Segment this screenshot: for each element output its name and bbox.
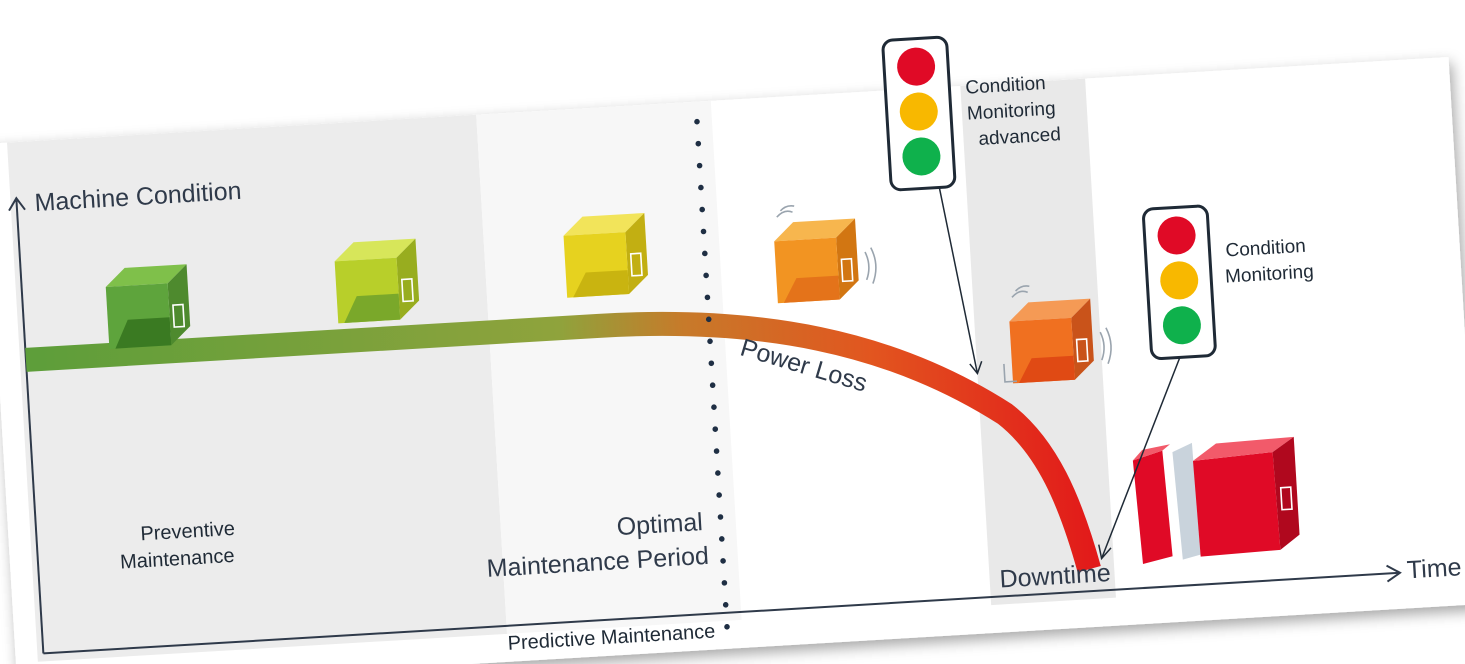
red-light-icon xyxy=(1157,216,1196,255)
red-light-icon xyxy=(897,47,936,86)
pointer-basic xyxy=(1100,357,1181,559)
optimal-zone xyxy=(476,100,742,634)
x-axis xyxy=(43,571,1401,655)
condition-curve xyxy=(25,311,1101,573)
machine-icon-4 xyxy=(774,205,877,304)
y-axis xyxy=(15,200,45,654)
green-light-icon xyxy=(902,137,941,176)
monitoring-label-1: Condition xyxy=(1225,236,1306,262)
optimal-label-1: Optimal xyxy=(616,508,704,541)
y-axis-arrow xyxy=(8,196,26,212)
machine-icon-5 xyxy=(1003,285,1112,384)
yellow-light-icon xyxy=(1160,261,1199,300)
yellow-light-icon xyxy=(899,92,938,131)
x-axis-label: Time xyxy=(1406,553,1462,584)
machine-icon-2 xyxy=(334,238,420,324)
advanced-monitoring-label-1: Condition xyxy=(965,73,1046,99)
optimal-divider xyxy=(694,118,730,630)
axes xyxy=(8,196,1402,655)
machine-icon-1 xyxy=(105,264,191,349)
advanced-monitoring-label-3: advanced xyxy=(978,124,1062,150)
traffic-light-advanced xyxy=(881,35,957,192)
traffic-light-basic xyxy=(1142,204,1217,361)
x-axis-arrow xyxy=(1386,564,1402,583)
broken-machine-icon xyxy=(1132,436,1300,565)
machine-icon-3 xyxy=(563,212,648,298)
green-light-icon xyxy=(1162,306,1201,345)
pointer-advanced xyxy=(938,187,979,374)
downtime-label: Downtime xyxy=(999,559,1112,594)
